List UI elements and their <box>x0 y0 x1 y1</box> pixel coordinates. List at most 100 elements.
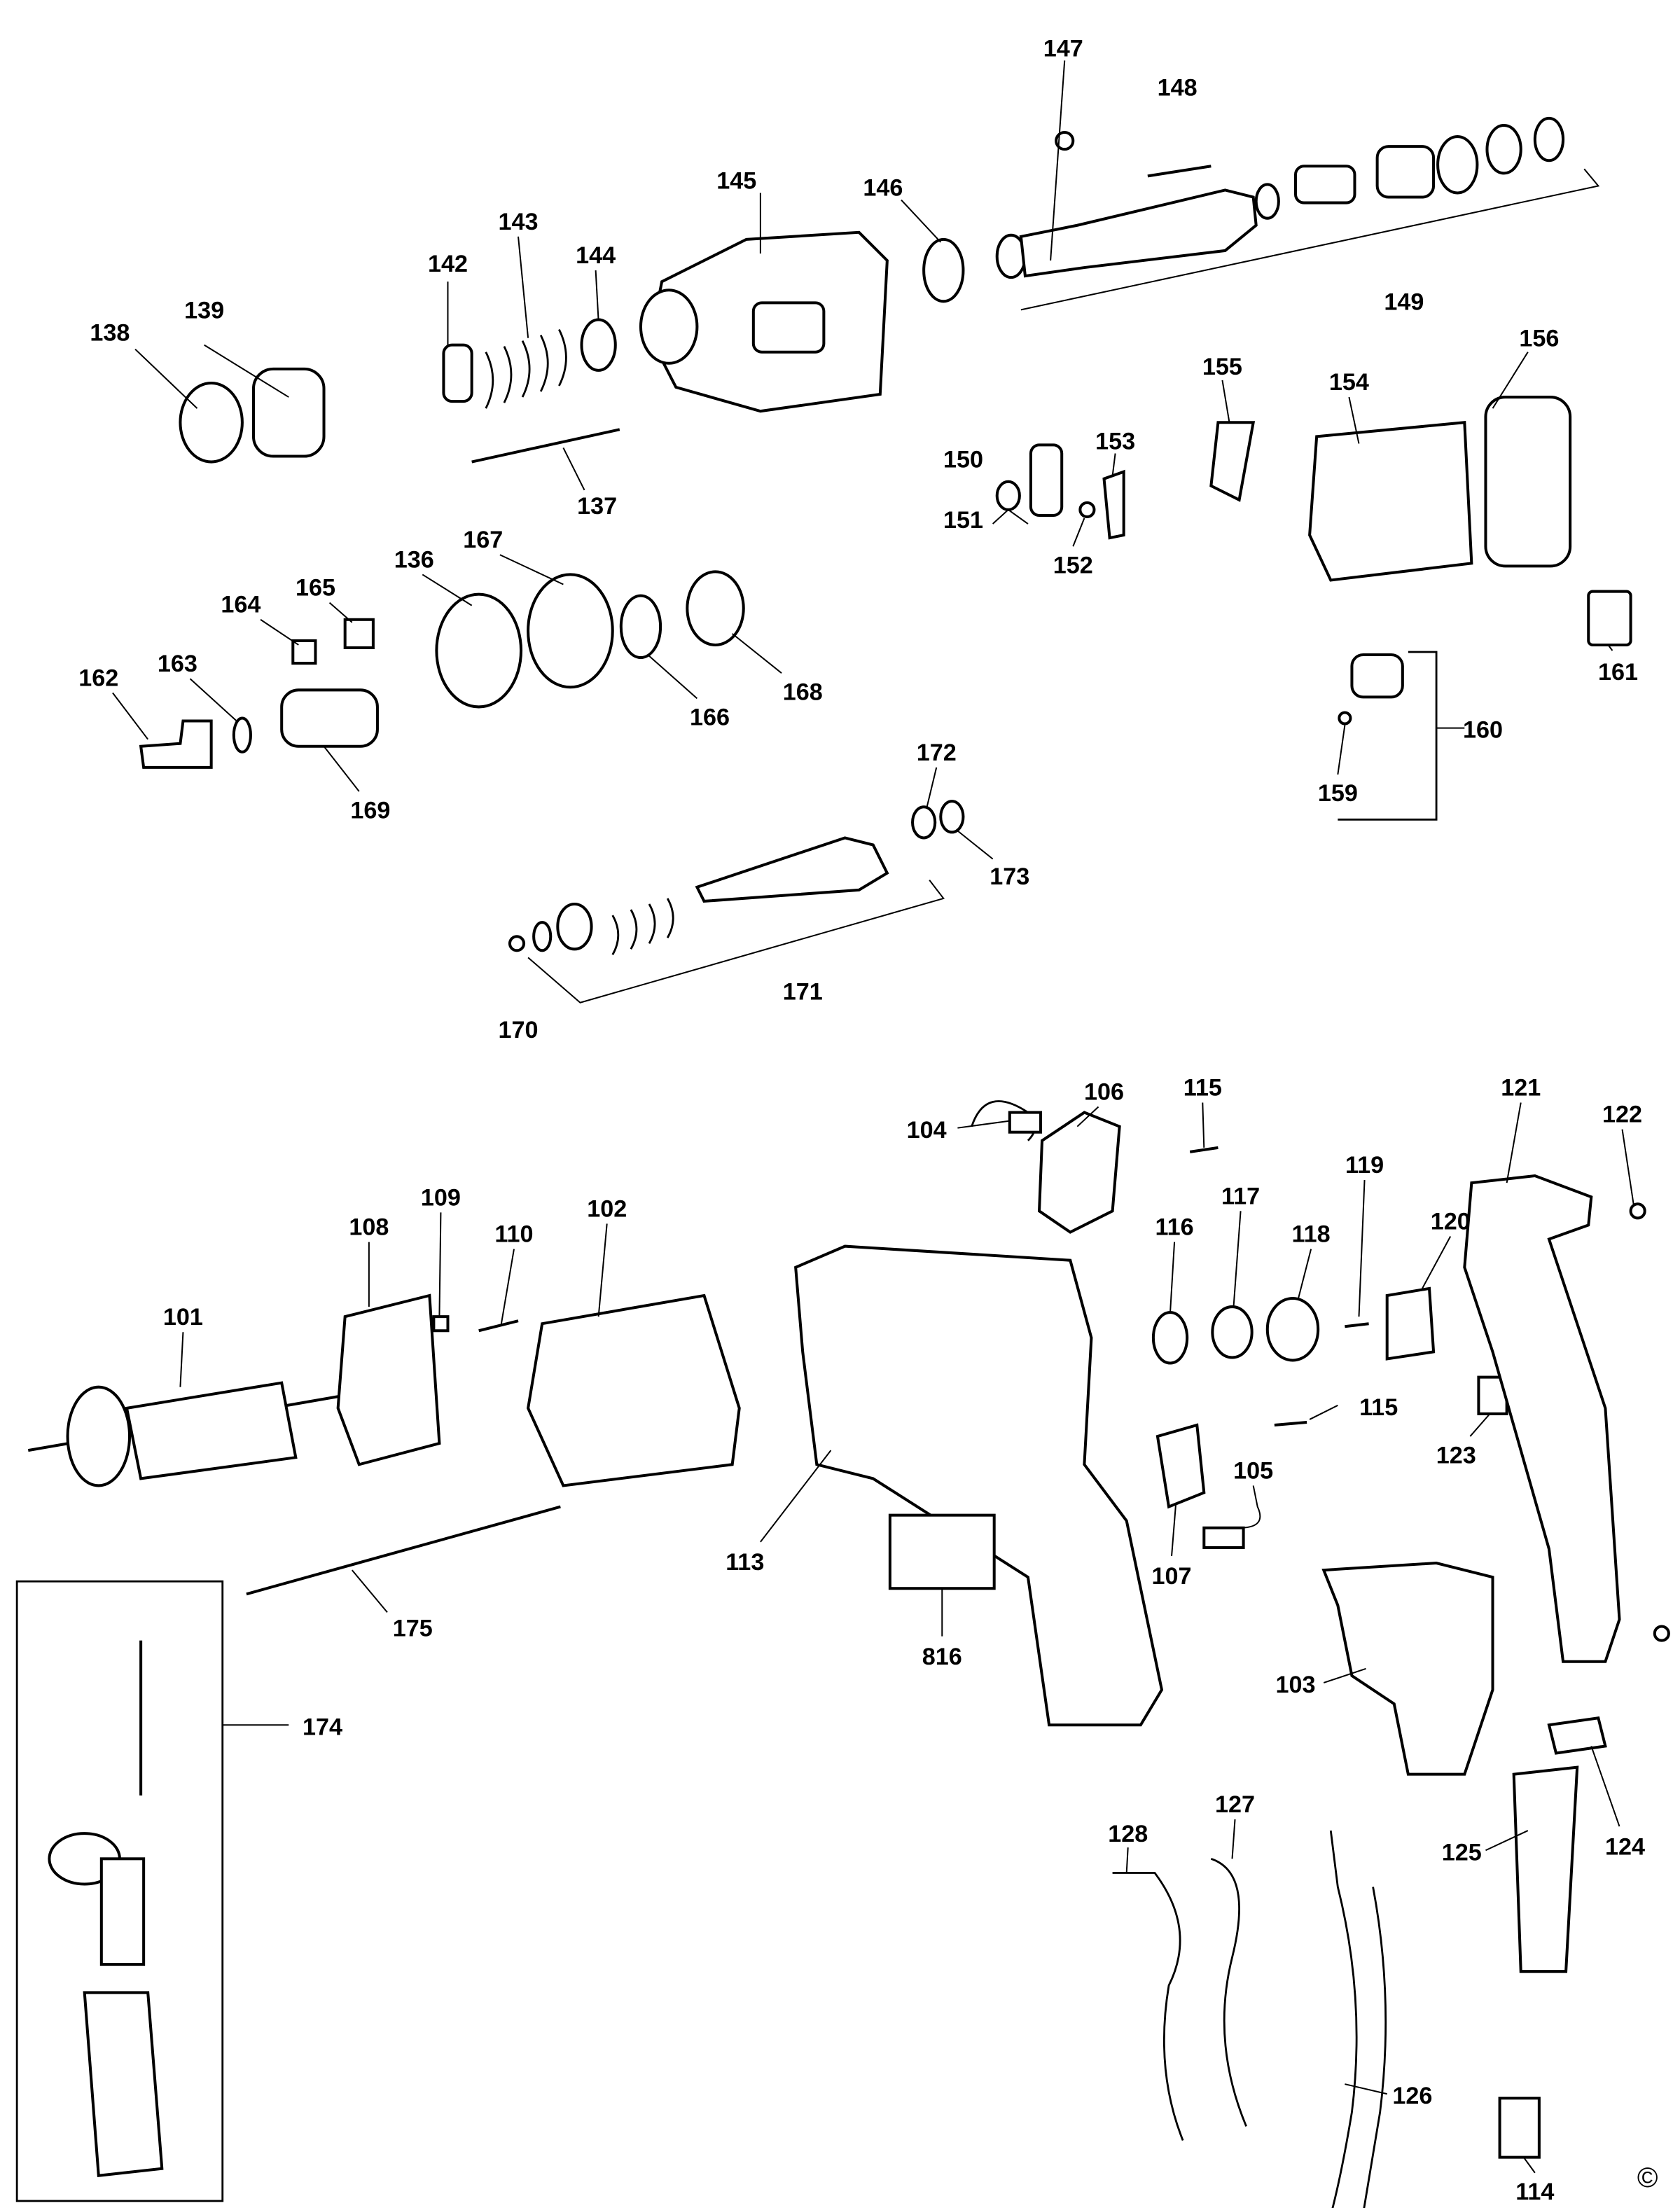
part-168-ring <box>686 570 745 646</box>
part-149-spindle <box>995 116 1565 279</box>
callout-115-top: 115 <box>1183 1074 1222 1101</box>
part-167-gear <box>527 573 614 689</box>
callout-171: 171 <box>783 979 823 1006</box>
callout-122: 122 <box>1602 1102 1642 1128</box>
part-175-rod <box>246 1505 561 1596</box>
callout-136: 136 <box>394 546 434 573</box>
callout-labels: 147 148 145 146 143 142 144 138 139 149 … <box>78 35 1658 2205</box>
part-144-ring <box>580 318 617 372</box>
callout-164: 164 <box>221 592 261 618</box>
part-147-ball <box>1055 131 1075 151</box>
callout-119: 119 <box>1345 1152 1384 1179</box>
part-153-clip <box>1102 469 1125 540</box>
callout-139: 139 <box>184 297 224 324</box>
callout-107: 107 <box>1152 1563 1192 1590</box>
part-103-switch <box>1321 1562 1494 1776</box>
part-136-clutch <box>435 592 523 709</box>
part-151-lever <box>1029 443 1064 517</box>
callout-145: 145 <box>716 167 756 194</box>
part-119-screw <box>1345 1322 1369 1328</box>
part-146-washer <box>922 237 965 303</box>
callout-159: 159 <box>1318 780 1358 807</box>
callout-167: 167 <box>463 527 503 553</box>
part-101-armature <box>27 1381 353 1487</box>
part-104-brush-block <box>1008 1111 1043 1134</box>
part-122-screw-bottom <box>1653 1625 1670 1642</box>
callout-110: 110 <box>494 1221 533 1248</box>
callout-160: 160 <box>1463 717 1503 744</box>
callout-162: 162 <box>78 665 118 691</box>
part-172-washer <box>911 805 937 840</box>
callout-147: 147 <box>1043 35 1083 62</box>
part-124-clamp <box>1547 1716 1607 1755</box>
callout-113: 113 <box>726 1549 764 1576</box>
part-148-pin <box>1147 165 1212 178</box>
part-152-screw <box>1078 501 1096 518</box>
callout-125: 125 <box>1442 1839 1482 1866</box>
callout-173: 173 <box>990 863 1029 890</box>
callout-128: 128 <box>1108 1821 1148 1847</box>
part-120-switch-part <box>1385 1286 1436 1361</box>
callout-117: 117 <box>1221 1183 1260 1209</box>
part-166-ring <box>619 594 662 660</box>
callout-101: 101 <box>163 1304 203 1331</box>
part-122-screw <box>1629 1202 1646 1220</box>
callout-163: 163 <box>158 651 197 677</box>
part-123-block <box>1477 1375 1508 1415</box>
part-105-brush <box>1202 1526 1245 1549</box>
callout-816: 816 <box>922 1644 962 1670</box>
callout-153: 153 <box>1095 428 1135 454</box>
callout-152: 152 <box>1053 552 1093 578</box>
part-163-ring <box>232 716 252 754</box>
callout-151: 151 <box>943 507 983 534</box>
part-118-ring <box>1265 1296 1320 1362</box>
callout-118: 118 <box>1292 1221 1331 1248</box>
part-174-side-handle <box>48 1640 164 2177</box>
part-115-screw-bottom <box>1274 1420 1307 1426</box>
callout-126: 126 <box>1392 2083 1432 2109</box>
part-107-brush-holder <box>1155 1423 1206 1509</box>
callout-143: 143 <box>499 209 539 235</box>
callout-106: 106 <box>1084 1078 1124 1105</box>
part-169-piston <box>280 688 379 748</box>
part-115-screw-top <box>1189 1146 1219 1153</box>
callout-127: 127 <box>1215 1791 1255 1818</box>
part-143-spring <box>485 328 567 409</box>
part-165 <box>343 618 375 649</box>
callout-102: 102 <box>587 1195 627 1222</box>
callout-104: 104 <box>907 1117 947 1144</box>
callout-150: 150 <box>943 447 983 473</box>
callout-155: 155 <box>1202 354 1242 380</box>
part-117-washer <box>1211 1305 1254 1359</box>
part-106-brush-holder <box>1037 1111 1121 1234</box>
part-126-cord <box>1329 1830 1387 2208</box>
part-156-gasket <box>1484 396 1572 568</box>
callout-172: 172 <box>917 740 957 766</box>
callout-146: 146 <box>863 175 903 202</box>
callout-114: 114 <box>1515 2179 1554 2205</box>
part-161-block <box>1587 590 1632 646</box>
part-110-screw <box>478 1319 519 1333</box>
callout-105: 105 <box>1233 1457 1273 1484</box>
callout-142: 142 <box>428 251 468 277</box>
part-121-handle-half <box>1463 1174 1621 1663</box>
callout-161: 161 <box>1598 659 1638 686</box>
part-816-label <box>888 1513 996 1590</box>
part-114-connector <box>1498 2097 1541 2159</box>
callout-108: 108 <box>349 1214 389 1241</box>
leader-lines <box>112 60 1634 2174</box>
part-138-cap <box>179 381 244 464</box>
part-137-screw <box>471 428 620 464</box>
part-174-frame <box>15 1580 224 2202</box>
callout-166: 166 <box>690 704 730 731</box>
part-127-wire <box>1210 1857 1247 2127</box>
part-116-bearing <box>1151 1311 1189 1365</box>
callout-175: 175 <box>393 1616 433 1642</box>
callout-137: 137 <box>577 493 617 520</box>
callout-170: 170 <box>499 1017 539 1043</box>
part-142-plate <box>442 343 473 403</box>
callout-148: 148 <box>1158 75 1197 102</box>
part-150 <box>995 480 1021 511</box>
part-125-sleeve <box>1512 1765 1579 1973</box>
callout-149: 149 <box>1384 289 1424 315</box>
